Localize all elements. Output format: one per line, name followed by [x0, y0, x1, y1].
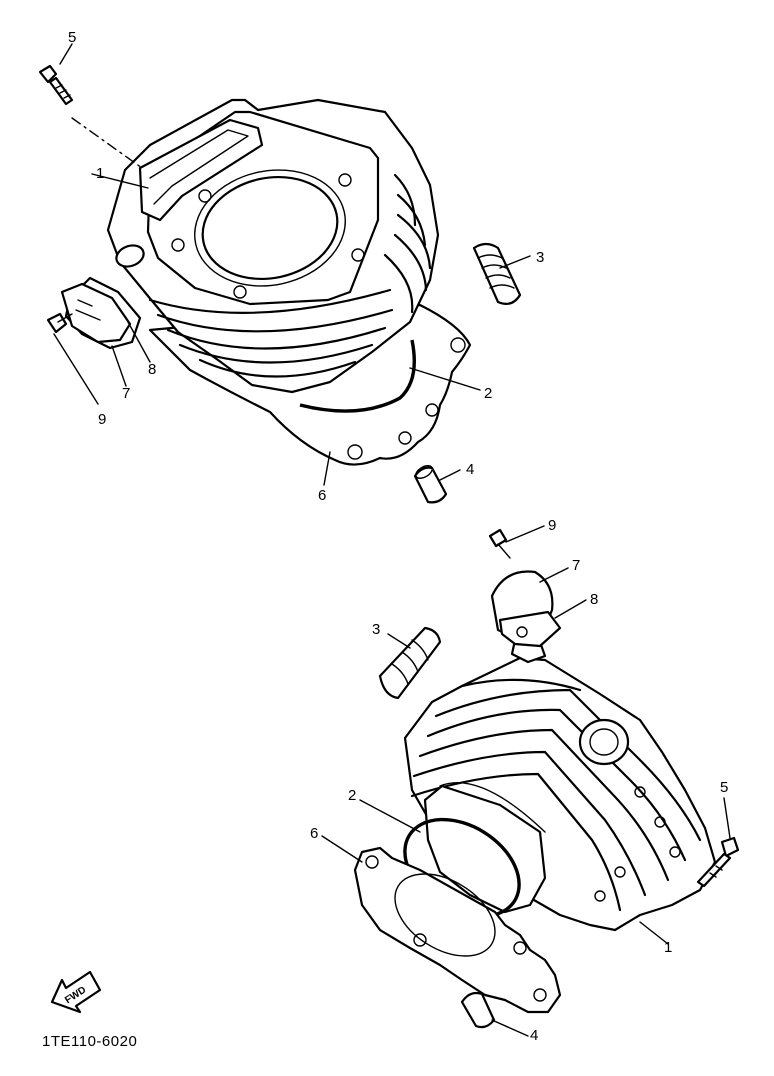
dowel-4-bottom: [460, 991, 496, 1029]
callout-6-bottom: 6: [310, 825, 318, 842]
callout-5-top: 5: [68, 29, 76, 46]
cover-assembly-top: [46, 276, 142, 350]
callout-7-top: 7: [122, 385, 130, 402]
dowel-4-top: [413, 465, 448, 504]
bottom-assembly: [50, 525, 740, 1037]
cylinder-body-top: [106, 98, 440, 394]
callout-3-top: 3: [536, 249, 544, 266]
bolt-5-top: [38, 64, 143, 169]
top-assembly: [38, 43, 531, 504]
callout-6-top: 6: [318, 487, 326, 504]
dowel-3-top: [472, 242, 522, 305]
bolt-5-bottom: [696, 836, 740, 888]
cover-assembly-bottom: [488, 528, 562, 648]
callout-5-bottom: 5: [720, 779, 728, 796]
cylinder-body-bottom: [403, 638, 717, 932]
callout-8-bottom: 8: [590, 591, 598, 608]
callout-1-top: 1: [96, 165, 104, 182]
callout-8-top: 8: [148, 361, 156, 378]
callout-2-bottom: 2: [348, 787, 356, 804]
callout-3-bottom: 3: [372, 621, 380, 638]
forward-direction-arrow: [50, 970, 102, 1014]
callout-labels: 5 1 3 2 8 7 9 4 6 9 7 8 3 5 2 6 1 4 FWD …: [42, 29, 728, 1050]
o-ring-top: [299, 339, 416, 413]
leaders-bottom: [321, 525, 731, 1037]
callout-9-top: 9: [98, 411, 106, 428]
dowel-3-bottom: [378, 626, 442, 700]
callout-4-top: 4: [466, 461, 474, 478]
callout-7-bottom: 7: [572, 557, 580, 574]
cylinder-gasket-bottom: [353, 846, 562, 1014]
part-code: 1TE110-6020: [42, 1033, 137, 1050]
callout-4-bottom: 4: [530, 1027, 538, 1044]
callout-2-top: 2: [484, 385, 492, 402]
leaders-top: [53, 43, 531, 486]
callout-9-bottom: 9: [548, 517, 556, 534]
callout-1-bottom: 1: [664, 939, 672, 956]
